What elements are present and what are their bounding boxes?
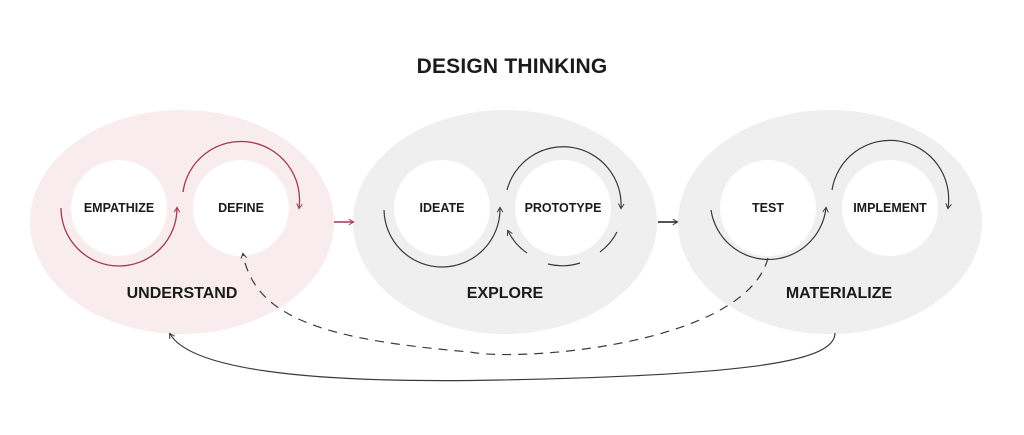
materialize-to-understand-loop xyxy=(169,332,836,382)
implement-circle xyxy=(842,160,938,256)
test-circle xyxy=(720,160,816,256)
explore-upper-arc xyxy=(506,146,625,210)
define-circle xyxy=(193,160,289,256)
materialize-upper-arc xyxy=(831,139,952,210)
empathize-label: EMPATHIZE xyxy=(83,201,155,215)
define-label: DEFINE xyxy=(218,201,264,215)
explore-label: EXPLORE xyxy=(466,285,544,302)
empathize-circle xyxy=(71,160,167,256)
ideate-label: IDEATE xyxy=(419,201,465,215)
materialize-lower-arc xyxy=(710,206,829,261)
test-to-define-dashed-loop xyxy=(240,252,769,356)
understand-label: UNDERSTAND xyxy=(126,285,238,302)
ideate-circle xyxy=(394,160,490,256)
prototype-return-arc-bottom xyxy=(547,262,581,267)
materialize-label: MATERIALIZE xyxy=(785,285,893,302)
explore-lower-arc xyxy=(383,206,504,268)
prototype-return-arc-left xyxy=(506,229,528,254)
prototype-label: PROTOTYPE xyxy=(524,201,602,215)
understand-lower-arc xyxy=(60,206,181,267)
test-label: TEST xyxy=(752,201,784,215)
implement-label: IMPLEMENT xyxy=(853,201,927,215)
prototype-return-arc-right xyxy=(599,231,618,253)
understand-upper-arc xyxy=(182,140,303,210)
diagram-title: DESIGN THINKING xyxy=(416,55,608,78)
prototype-circle xyxy=(515,160,611,256)
